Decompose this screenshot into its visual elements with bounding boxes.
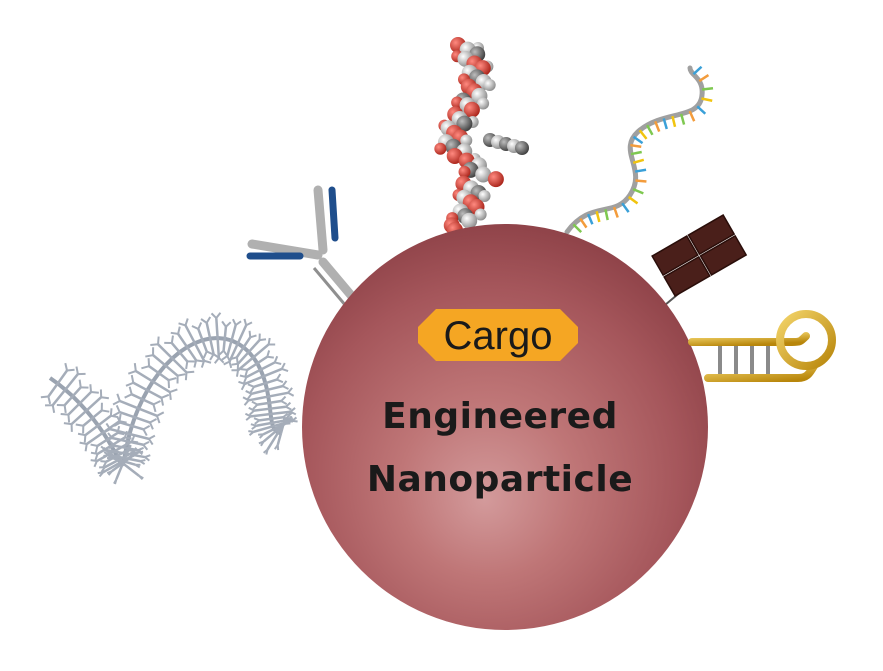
branched-polymer-icon	[40, 312, 298, 485]
peptide-molecule-icon	[434, 37, 529, 239]
particle-label-line1: Engineered	[382, 396, 618, 437]
protein-blocks-icon	[651, 214, 748, 306]
nucleic-acid-strand-icon	[564, 65, 714, 235]
cargo-shape	[418, 309, 578, 361]
nanoparticle-sphere	[302, 224, 708, 630]
cargo-label: Cargo	[444, 314, 553, 358]
hairpin-aptamer-icon	[688, 310, 836, 416]
antibody-icon	[246, 185, 360, 307]
particle-label-line2: Nanoparticle	[367, 459, 633, 500]
